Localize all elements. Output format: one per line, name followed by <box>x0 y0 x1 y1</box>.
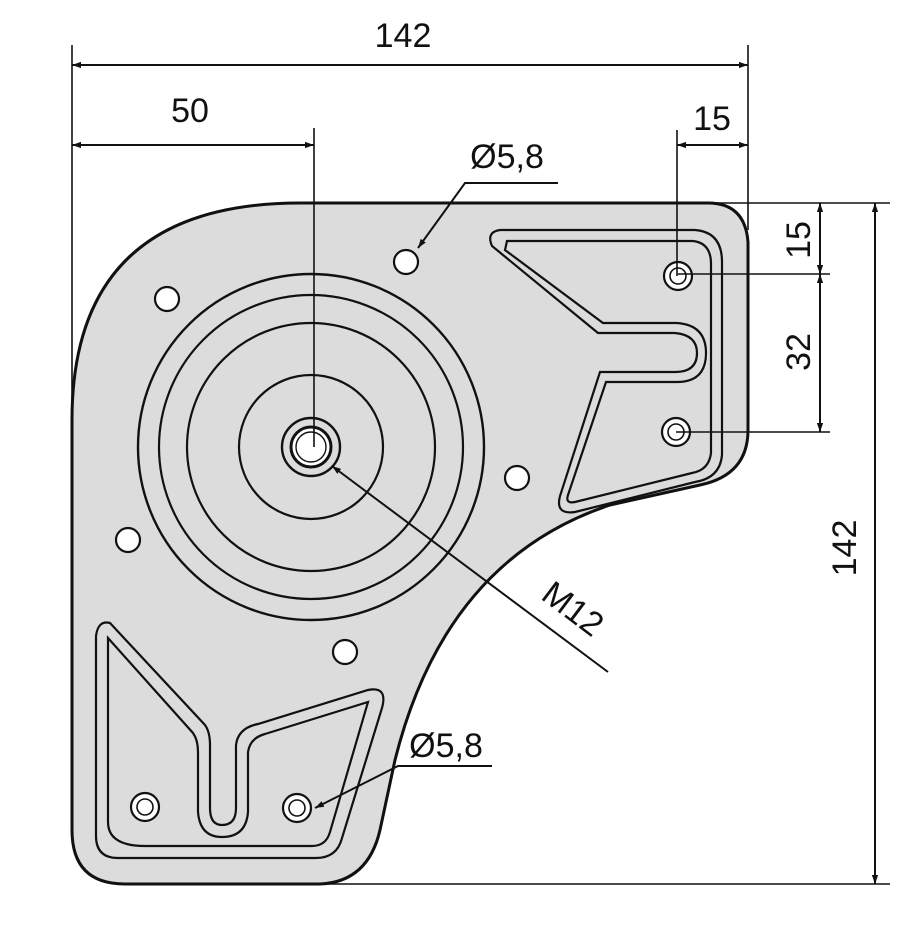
rib-lower-left-inner <box>106 635 370 848</box>
label-overall-height: 142 <box>826 520 864 577</box>
leader-center-thread <box>331 465 609 673</box>
label-center-thread: M12 <box>535 574 611 644</box>
label-hole-top: Ø5,8 <box>470 138 544 176</box>
hole-bottom-center <box>331 638 359 666</box>
hole-left-upper <box>153 285 181 313</box>
hole-right-center <box>503 464 531 492</box>
middle-ring <box>157 293 465 601</box>
label-center-offset: 50 <box>171 92 209 130</box>
hole-top <box>392 248 420 276</box>
hole-lower-left-a-inner <box>136 798 154 816</box>
label-top-hole-offset: 15 <box>780 221 818 259</box>
center-thread-inner <box>295 431 327 463</box>
leader-hole-bottom <box>314 765 492 809</box>
hole-left-mid <box>114 526 142 554</box>
label-edge-hole-offset: 15 <box>693 100 731 138</box>
leader-hole-top <box>417 182 558 249</box>
hub-ring <box>237 373 385 521</box>
inner-ring <box>185 321 437 573</box>
label-overall-width: 142 <box>375 17 432 55</box>
hole-lower-left-b-inner <box>288 799 306 817</box>
label-hole-bottom: Ø5,8 <box>409 727 483 765</box>
rib-upper-right-outer <box>489 228 724 514</box>
label-hole-spacing: 32 <box>780 333 818 371</box>
rib-lower-left-outer <box>94 621 385 860</box>
center-thread-hole <box>289 425 333 469</box>
rib-upper-right-inner <box>503 239 713 504</box>
hole-upper-right-top-inner <box>669 267 687 285</box>
